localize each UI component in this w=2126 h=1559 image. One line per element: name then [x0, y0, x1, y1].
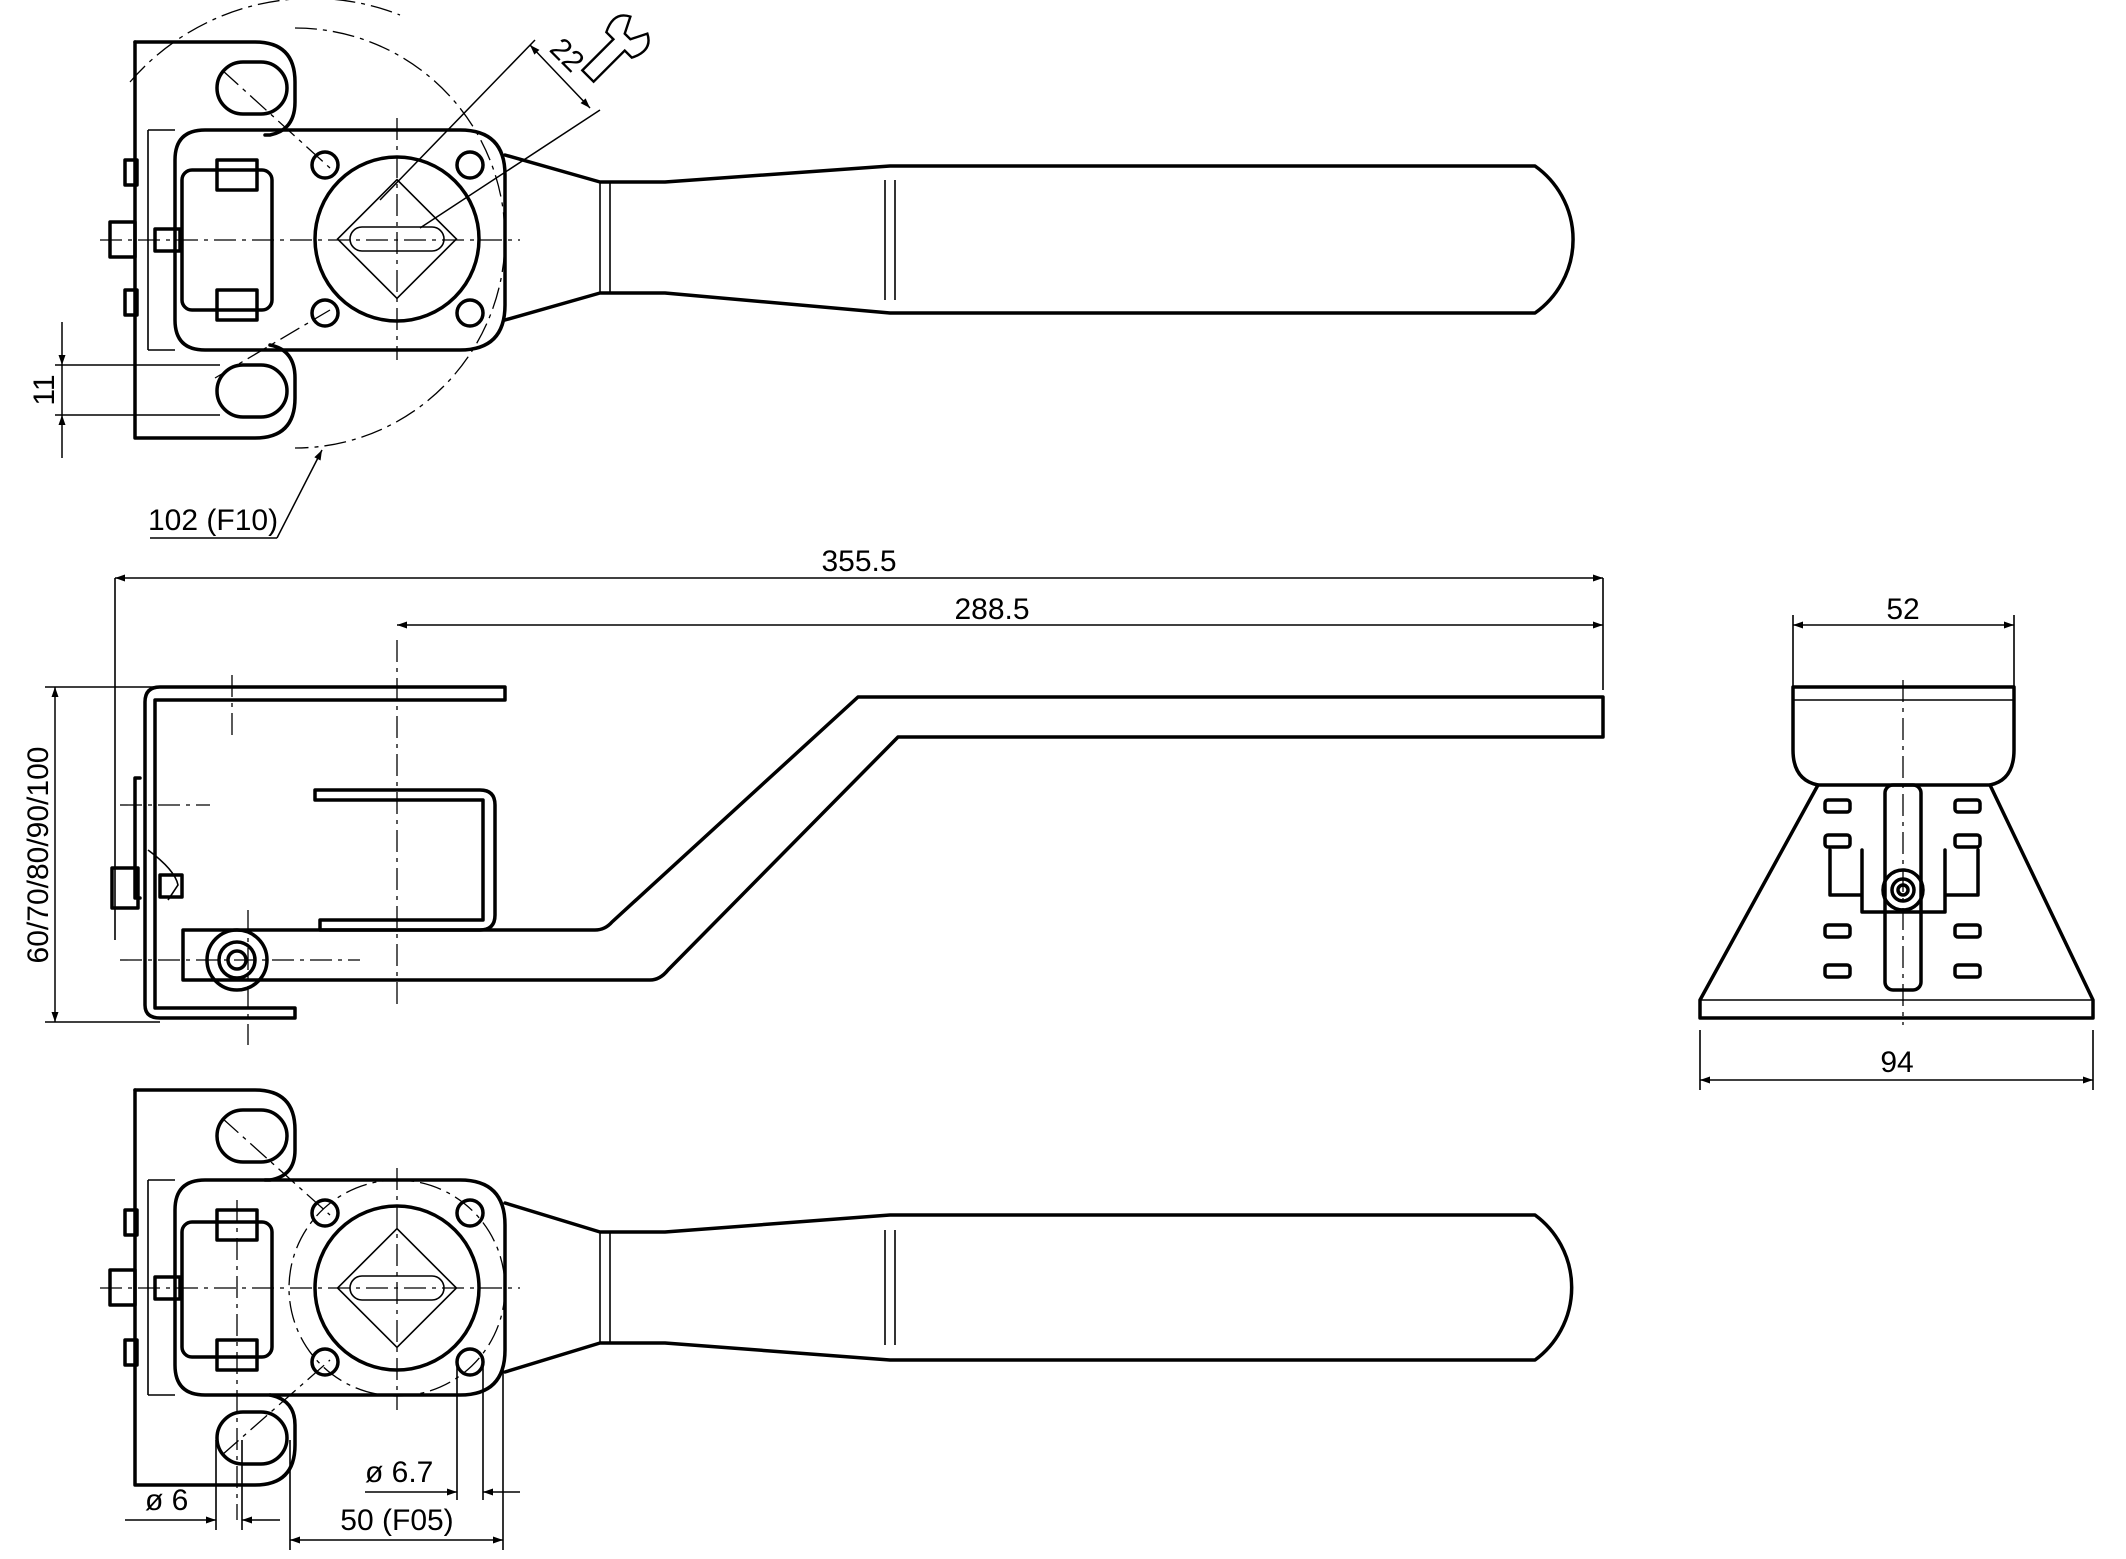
dim-bolt-circle-f05: 50 (F05)	[340, 1504, 453, 1537]
wrench-icon	[580, 14, 650, 84]
dim-heights: 60/70/80/90/100	[22, 747, 55, 964]
side-view: 355.5 288.5 60/70/80/90/100	[22, 545, 1605, 1045]
front-view: 52 94	[1698, 593, 2095, 1090]
top-view-upper: 22 11 102 (F10)	[28, 0, 1575, 539]
dim-bolt-circle-f10: 102 (F10)	[148, 504, 278, 537]
dim-top-width: 52	[1886, 593, 1919, 626]
dim-top-height: 11	[28, 374, 61, 405]
dim-hole-dia: ø 6	[145, 1484, 188, 1517]
dim-base-width: 94	[1880, 1046, 1913, 1079]
dim-overall-length: 355.5	[821, 545, 896, 578]
dim-lever-length: 288.5	[954, 593, 1029, 626]
top-view-lower: ø 6.7 ø 6 50 (F05)	[100, 1088, 1574, 1550]
dim-hole-dia-small: ø 6.7	[365, 1456, 433, 1489]
